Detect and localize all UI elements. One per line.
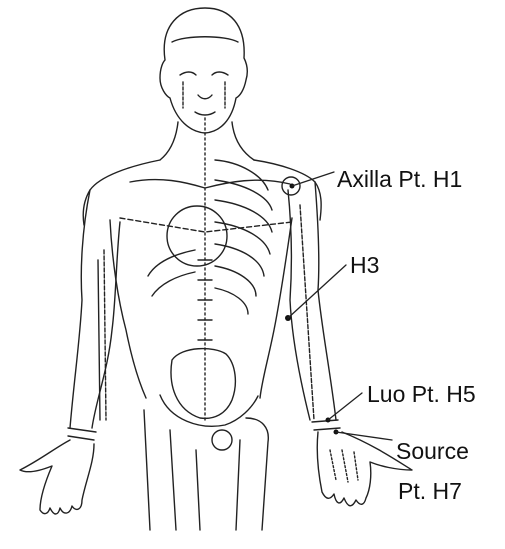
- label-source-line2: Pt. H7: [398, 480, 462, 503]
- head: [160, 8, 247, 133]
- neck: [160, 122, 254, 160]
- right-arm: [282, 177, 412, 506]
- leader-h1: [292, 172, 334, 186]
- label-h3: H3: [350, 254, 379, 277]
- label-axilla-h1: Axilla Pt. H1: [337, 168, 462, 191]
- left-arm: [20, 190, 120, 514]
- label-source-line1: Source: [396, 440, 469, 463]
- leader-h7: [336, 432, 392, 440]
- heart-channel-points: [285, 184, 339, 435]
- label-luo-h5: Luo Pt. H5: [367, 383, 476, 406]
- leader-h3: [288, 265, 346, 318]
